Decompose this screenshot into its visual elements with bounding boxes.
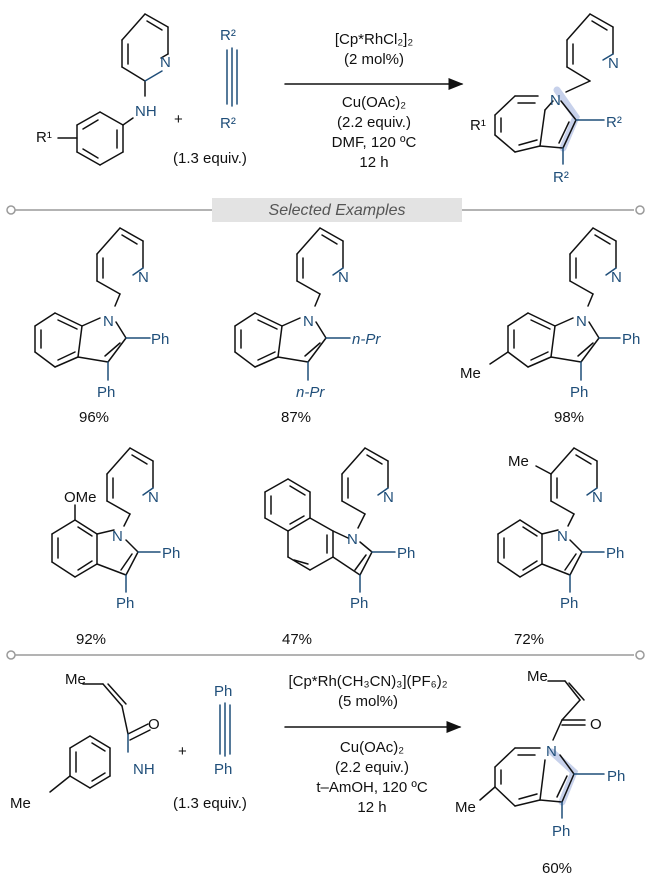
example-3: N N Ph Ph Me 98% bbox=[460, 227, 640, 426]
diphenylacetylene-reactant: Ph Ph (1.3 equiv.) bbox=[173, 683, 247, 812]
ex6-methyl: Me bbox=[508, 453, 529, 470]
alkyne-r2-top: R² bbox=[220, 27, 236, 44]
ex1-indole-n: N bbox=[103, 313, 114, 330]
amide-oxygen: O bbox=[148, 716, 160, 733]
ex6-yield: 72% bbox=[514, 631, 544, 648]
reaction2-conditions: [Cp*Rh(CH₃CN)₃](PF₆)₂ (5 mol%) Cu(OAc)₂ … bbox=[284, 673, 462, 816]
product-aryl-methyl: Me bbox=[455, 799, 476, 816]
crotonamide-reactant: Me O NH Me bbox=[10, 671, 160, 812]
reaction1-conditions: [Cp*RhCl₂]₂ (2 mol%) Cu(OAc)₂ (2.2 equiv… bbox=[284, 31, 464, 171]
plus-sign-2: + bbox=[178, 743, 187, 760]
alkyne-r2-bottom: R² bbox=[220, 115, 236, 132]
example-5: N N Ph Ph 47% bbox=[264, 447, 415, 648]
example-6: N N Me Ph Ph 72% bbox=[497, 447, 624, 648]
example-1: N N Ph Ph 96% bbox=[34, 227, 169, 426]
reaction-time-2: 12 h bbox=[357, 799, 386, 816]
product-c3-ph: Ph bbox=[552, 823, 570, 840]
ex2-indole-n: N bbox=[303, 313, 314, 330]
crotyl-methyl: Me bbox=[65, 671, 86, 688]
solvent-temp-2: t–AmOH, 120 ºC bbox=[316, 779, 428, 796]
r1-label: R¹ bbox=[36, 129, 52, 146]
ex5-c2-group: Ph bbox=[397, 545, 415, 562]
catalyst-loading: (2 mol%) bbox=[344, 51, 404, 68]
plus-sign: + bbox=[174, 111, 183, 128]
ex4-c3-group: Ph bbox=[116, 595, 134, 612]
aminopyridine-reactant: N NH R¹ bbox=[36, 13, 171, 166]
bottom-divider bbox=[6, 650, 645, 660]
ex6-indole-n: N bbox=[557, 528, 568, 545]
product-crotyl-methyl: Me bbox=[527, 668, 548, 685]
ex3-pyridine-n: N bbox=[611, 269, 622, 286]
ex1-pyridine-n: N bbox=[138, 269, 149, 286]
oxidant-2-label: Cu(OAc)₂ bbox=[340, 739, 404, 756]
ex5-c3-group: Ph bbox=[350, 595, 368, 612]
oxidant-label: Cu(OAc)₂ bbox=[342, 94, 406, 111]
product-r2-c3: R² bbox=[553, 169, 569, 186]
oxidant-2-equiv: (2.2 equiv.) bbox=[335, 759, 409, 776]
alkyne-equiv-2: (1.3 equiv.) bbox=[173, 795, 247, 812]
product-r1: R¹ bbox=[470, 117, 486, 134]
reaction-time: 12 h bbox=[359, 154, 388, 171]
ex3-indole-n: N bbox=[576, 313, 587, 330]
ex6-c3-group: Ph bbox=[560, 595, 578, 612]
n-acyl-indole-product: Me O N Me Ph Ph 60% bbox=[455, 668, 625, 877]
ex1-c3-group: Ph bbox=[97, 384, 115, 401]
catalyst-2-label: [Cp*Rh(CH₃CN)₃](PF₆)₂ bbox=[288, 673, 447, 690]
alkyne-ph-bottom: Ph bbox=[214, 761, 232, 778]
ex3-methyl: Me bbox=[460, 365, 481, 382]
ex5-indole-n: N bbox=[347, 531, 358, 548]
section-title: Selected Examples bbox=[269, 202, 406, 219]
solvent-temp: DMF, 120 ºC bbox=[332, 134, 417, 151]
ex2-pyridine-n: N bbox=[338, 269, 349, 286]
pyridine-nitrogen: N bbox=[160, 54, 171, 71]
alkyne-equiv: (1.3 equiv.) bbox=[173, 150, 247, 167]
ex2-yield: 87% bbox=[281, 409, 311, 426]
amide-nh: NH bbox=[133, 761, 155, 778]
ex1-yield: 96% bbox=[79, 409, 109, 426]
alkyne-ph-top: Ph bbox=[214, 683, 232, 700]
ex4-pyridine-n: N bbox=[148, 489, 159, 506]
ex5-pyridine-n: N bbox=[383, 489, 394, 506]
ex6-c2-group: Ph bbox=[606, 545, 624, 562]
indole-product: N N R¹ R² R² bbox=[470, 13, 622, 186]
ex4-methoxy: OMe bbox=[64, 489, 97, 506]
catalyst-2-loading: (5 mol%) bbox=[338, 693, 398, 710]
product-yield: 60% bbox=[542, 860, 572, 877]
example-4: N N OMe Ph Ph 92% bbox=[51, 447, 180, 648]
product-r2-c2: R² bbox=[606, 114, 622, 131]
product-pyridine-n: N bbox=[608, 55, 619, 72]
amine-nh: NH bbox=[135, 103, 157, 120]
ex4-c2-group: Ph bbox=[162, 545, 180, 562]
ex2-c3-group: n-Pr bbox=[296, 384, 325, 401]
ex6-pyridine-n: N bbox=[592, 489, 603, 506]
product-c2-ph: Ph bbox=[607, 768, 625, 785]
alkyne-reactant: R² R² (1.3 equiv.) bbox=[173, 27, 247, 167]
ex4-indole-n: N bbox=[112, 528, 123, 545]
ex2-c2-group: n-Pr bbox=[352, 331, 381, 348]
product-carbonyl-o: O bbox=[590, 716, 602, 733]
ex3-c2-group: Ph bbox=[622, 331, 640, 348]
oxidant-equiv: (2.2 equiv.) bbox=[337, 114, 411, 131]
ex3-c3-group: Ph bbox=[570, 384, 588, 401]
catalyst-label: [Cp*RhCl₂]₂ bbox=[335, 31, 414, 48]
aryl-methyl: Me bbox=[10, 795, 31, 812]
ex1-c2-group: Ph bbox=[151, 331, 169, 348]
product-indole-n: N bbox=[546, 743, 557, 760]
selected-examples-divider: Selected Examples bbox=[6, 198, 645, 222]
indole-nitrogen: N bbox=[550, 92, 561, 109]
ex3-yield: 98% bbox=[554, 409, 584, 426]
example-2: N N n-Pr n-Pr 87% bbox=[234, 227, 381, 426]
ex5-yield: 47% bbox=[282, 631, 312, 648]
ex4-yield: 92% bbox=[76, 631, 106, 648]
